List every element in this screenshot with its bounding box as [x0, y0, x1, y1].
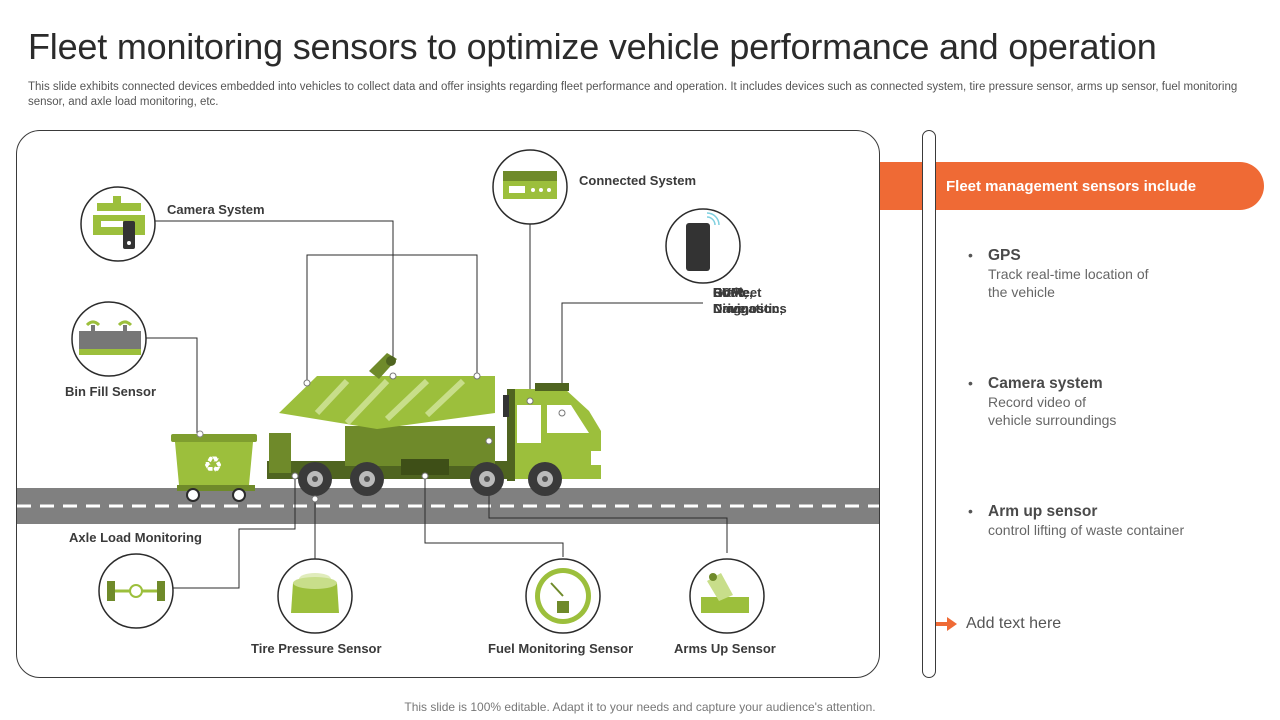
bullet-icon: • [968, 375, 973, 391]
sensors-banner [880, 162, 1264, 210]
gofleet-line: GoFleet Drive, [713, 285, 762, 316]
truck-scene: ♻ [17, 149, 879, 634]
sensor-item-gps: • GPS Track real-time location of the ve… [968, 247, 1228, 301]
connector-lines [145, 220, 728, 589]
recycle-icon: ♻ [203, 453, 223, 478]
camera-system-label: Camera System [167, 202, 265, 217]
fuel-gauge-icon [525, 558, 601, 634]
sensor-item-desc: Record video of [988, 394, 1087, 410]
garbage-truck [267, 353, 601, 503]
gofleet-line: Route Navigation, [713, 285, 784, 316]
gofleet-line: DVIR, [713, 285, 748, 300]
slide-subtitle: This slide exhibits connected devices em… [28, 81, 1238, 108]
smartphone-icon [665, 208, 741, 284]
gofleet-line: Brake, [713, 285, 753, 300]
axle-load-label: Axle Load Monitoring [69, 530, 202, 545]
bin-fill-sensor-label: Bin Fill Sensor [65, 384, 157, 399]
tire-pressure-label: Tire Pressure Sensor [251, 641, 382, 656]
sensor-points [291, 372, 566, 503]
slide-title: Fleet monitoring sensors to optimize veh… [28, 26, 1157, 67]
sensor-item-head: Arm up sensor [988, 503, 1098, 520]
sensor-item-desc: the vehicle [988, 284, 1055, 300]
sensor-item-head: Camera system [988, 375, 1103, 392]
bin-fill-sensor-icon [71, 301, 147, 377]
truck-wheels [298, 462, 562, 496]
diagram-panel: ♻ [16, 130, 880, 678]
sensor-item-arm-up: • Arm up sensor control lifting of waste… [968, 503, 1228, 539]
sensor-item-head: GPS [988, 247, 1021, 264]
connected-system-icon [492, 149, 568, 225]
add-text-placeholder[interactable]: Add text here [966, 615, 1062, 632]
sensor-item-desc: control lifting of waste container [988, 522, 1185, 538]
waste-bin: ♻ [171, 430, 257, 502]
slide-footer: This slide is 100% editable. Adapt it to… [404, 700, 876, 714]
vertical-divider [922, 130, 936, 678]
tire-pressure-icon [277, 558, 353, 634]
road [17, 488, 879, 524]
fuel-monitoring-label: Fuel Monitoring Sensor [488, 641, 634, 656]
sensors-banner-text: Fleet management sensors include [946, 178, 1197, 195]
sensor-item-desc: Track real-time location of [988, 266, 1149, 282]
gofleet-line: ECM Diagnostics [713, 285, 787, 316]
bullet-icon: • [968, 247, 973, 263]
camera-system-icon [80, 186, 156, 262]
sensor-item-desc: vehicle surroundings [988, 412, 1117, 428]
axle-icon [98, 553, 174, 629]
sensor-item-camera: • Camera system Record video of vehicle … [968, 375, 1228, 429]
arms-up-label: Arms Up Sensor [674, 641, 776, 656]
connected-system-label: Connected System [579, 173, 697, 188]
arrow-right-icon [936, 617, 957, 631]
arms-up-icon [689, 558, 765, 634]
bullet-icon: • [968, 503, 973, 519]
